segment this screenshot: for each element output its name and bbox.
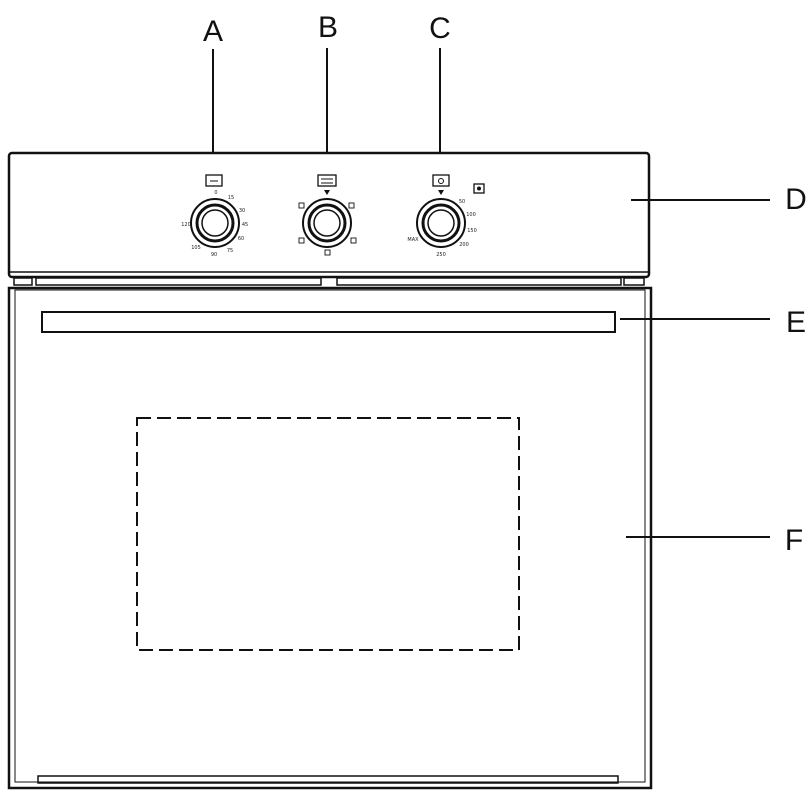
knob-a-tick: 0: [214, 190, 217, 196]
knob-a-tick: 60: [238, 236, 244, 242]
knob-a-tick: 45: [242, 222, 248, 228]
thermostat-icon: [432, 174, 450, 187]
knob-c-tick: 200: [459, 242, 469, 248]
knob-c-tick: 250: [436, 252, 446, 258]
knob-a-tick: 75: [227, 248, 233, 254]
function-selector-icon: [317, 174, 337, 187]
knob-a-tick: 15: [228, 195, 234, 201]
knob-a-tick: 105: [191, 245, 201, 251]
knob-a-tick: 120: [181, 222, 191, 228]
oven-door: [7, 286, 653, 790]
callout-c-label: C: [429, 12, 451, 45]
door-window: [136, 417, 520, 651]
callout-f-label: F: [785, 524, 803, 557]
knob-c-tick: MAX: [407, 237, 419, 243]
callout-b-label: B: [318, 11, 338, 44]
pointer-icon: [438, 190, 444, 195]
knob-c-tick: 100: [466, 212, 476, 218]
knob-a[interactable]: 0 15 30 45 60 75 90 105 120: [181, 174, 248, 258]
knob-c-tick: 50: [459, 199, 465, 205]
knob-b-function-marks: [298, 202, 357, 256]
knob-c-tick: 150: [467, 228, 477, 234]
knob-c-scale: 50 100 150 200 250 MAX: [407, 199, 476, 258]
knob-b[interactable]: [298, 174, 357, 256]
knob-a-tick: 90: [211, 252, 217, 258]
pointer-icon: [324, 190, 330, 195]
callout-d-label: D: [785, 183, 807, 216]
bottom-rail: [37, 775, 619, 784]
knob-a-tick: 30: [239, 208, 245, 214]
control-panel: [7, 151, 651, 286]
door-handle[interactable]: [41, 311, 616, 333]
callout-a-label: A: [203, 15, 223, 48]
callout-e-label: E: [786, 306, 806, 339]
knob-a-scale: 0 15 30 45 60 75 90 105 120: [181, 190, 248, 258]
knob-c[interactable]: 50 100 150 200 250 MAX: [407, 174, 485, 258]
